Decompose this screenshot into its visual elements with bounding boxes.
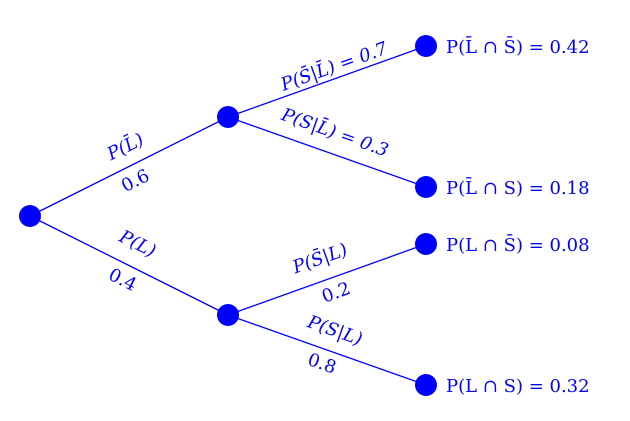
upper-node <box>217 106 239 128</box>
outcome-node-4 <box>415 374 437 396</box>
outcome-label-1: P(L̄ ∩ S̄) = 0.42 <box>446 35 590 58</box>
root-node <box>19 205 41 227</box>
outcome-node-1 <box>415 35 437 57</box>
outcome-node-3 <box>415 233 437 255</box>
edge-lower-third <box>227 243 427 316</box>
lower-node <box>217 304 239 326</box>
edge-upper-top <box>227 45 427 118</box>
branch-label-s-given-l: P(S|L) <box>304 311 365 350</box>
edge-root-lower <box>29 215 229 316</box>
branch-prob-not-s-given-l: 0.2 <box>319 278 353 307</box>
branch-label-not-s-given-not-l: P(S̄|L̄) = 0.7 <box>276 36 390 96</box>
outcome-label-3: P(L ∩ S̄) = 0.08 <box>446 233 590 256</box>
edge-root-upper <box>29 116 229 217</box>
outcome-label-4: P(L ∩ S) = 0.32 <box>446 376 590 397</box>
edge-upper-second <box>227 116 427 188</box>
branch-prob-s-given-l: 0.8 <box>305 349 339 378</box>
outcome-node-2 <box>415 176 437 198</box>
branch-label-not-l: P(L̄) <box>102 127 147 165</box>
branch-label-not-s-given-l: P(S̄|L) <box>288 237 350 278</box>
outcome-label-2: P(L̄ ∩ S) = 0.18 <box>446 176 590 199</box>
branch-label-l: P(L) <box>115 226 159 262</box>
edge-lower-bottom <box>227 314 427 386</box>
branch-label-s-given-not-l: P(S|L̄) = 0.3 <box>278 102 392 162</box>
